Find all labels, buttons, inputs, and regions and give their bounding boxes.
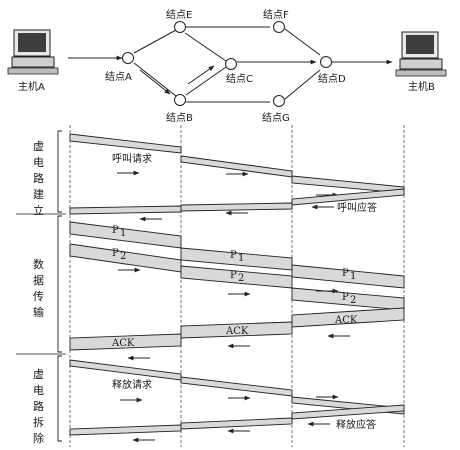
- host-a-computer-icon: [7, 29, 59, 75]
- svg-text:虚: 虚: [33, 368, 44, 381]
- svg-text:建: 建: [33, 187, 44, 201]
- svg-text:1: 1: [350, 271, 356, 282]
- release-accept-band-3: [69, 424, 182, 436]
- node-g-label: 结点G: [262, 111, 290, 124]
- svg-text:2: 2: [120, 251, 126, 262]
- node-g: [273, 95, 285, 107]
- node-a: [122, 52, 134, 64]
- call-request-band-1: [69, 133, 182, 154]
- node-b-label: 结点B: [166, 111, 193, 124]
- svg-text:P: P: [342, 268, 349, 279]
- transfer-phase-brace: [57, 215, 62, 353]
- transfer-phase-label: 数 据 传 输: [33, 258, 44, 319]
- sequence-diagram: 虚 电 路 建 立 数 据 传 输 虚 电 路 拆 除 呼叫请求: [16, 125, 405, 447]
- svg-text:路: 路: [33, 172, 44, 185]
- flow-a-to-b: [139, 69, 171, 95]
- svg-text:P: P: [112, 248, 119, 259]
- link-a-e: [133, 29, 177, 54]
- packet-p1-label-3: P 1: [342, 268, 356, 282]
- packet-p1-label-2: P 1: [230, 250, 244, 264]
- svg-text:P: P: [342, 292, 349, 303]
- svg-text:2: 2: [238, 273, 244, 284]
- node-f-label: 结点F: [263, 8, 289, 21]
- svg-text:P: P: [230, 250, 237, 261]
- packet-p1-band-3: [291, 264, 405, 289]
- release-request-band-2: [180, 376, 293, 397]
- host-b-label: 主机B: [408, 80, 435, 93]
- link-f-d: [284, 28, 321, 56]
- packet-p2-label-1: P 2: [112, 248, 126, 262]
- teardown-phase-brace: [57, 355, 62, 442]
- host-b-computer-icon: [395, 31, 447, 77]
- svg-text:数: 数: [33, 258, 44, 271]
- setup-phase-brace: [57, 130, 62, 213]
- link-g-d: [284, 69, 321, 100]
- teardown-phase-label: 虚 电 路 拆 除: [33, 368, 44, 445]
- release-accept-band-2: [180, 417, 293, 430]
- release-accept-label: 释放应答: [336, 418, 376, 431]
- release-request-label: 释放请求: [112, 378, 152, 391]
- link-b-c: [185, 66, 227, 96]
- link-e-c: [184, 32, 227, 62]
- svg-text:电: 电: [33, 156, 44, 169]
- svg-text:1: 1: [238, 253, 244, 264]
- call-accept-label: 呼叫应答: [337, 201, 377, 214]
- svg-text:1: 1: [120, 228, 126, 239]
- svg-text:据: 据: [33, 273, 44, 287]
- call-accept-band-3: [69, 205, 182, 215]
- call-request-label: 呼叫请求: [112, 152, 152, 165]
- svg-text:虚: 虚: [33, 140, 44, 153]
- svg-text:传: 传: [33, 290, 44, 303]
- ack-band-3: [69, 333, 182, 351]
- node-d-label: 结点D: [318, 72, 346, 85]
- node-a-label: 结点A: [105, 70, 132, 83]
- setup-phase-label: 虚 电 路 建 立: [33, 140, 44, 217]
- packet-p2-label-2: P 2: [230, 270, 244, 284]
- packet-p1-label-1: P 1: [112, 225, 126, 239]
- link-a-b: [133, 62, 177, 97]
- ack-label-1: ACK: [334, 315, 358, 326]
- packet-p2-label-3: P 2: [342, 292, 356, 306]
- svg-text:电: 电: [33, 384, 44, 397]
- svg-text:输: 输: [33, 305, 44, 319]
- node-c-label: 结点C: [226, 72, 253, 85]
- svg-text:P: P: [112, 225, 119, 236]
- network-topology: 主机A 主机B 结点A 结点E 结点F 结点C 结点D 结点B 结点G: [7, 8, 447, 124]
- node-d: [320, 56, 332, 68]
- ack-label-2: ACK: [225, 326, 249, 337]
- ack-label-3: ACK: [111, 338, 135, 349]
- svg-text:除: 除: [33, 431, 44, 445]
- node-e: [174, 21, 186, 33]
- host-a-label: 主机A: [18, 80, 45, 93]
- release-request-band-1: [69, 359, 182, 381]
- svg-text:路: 路: [33, 400, 44, 413]
- flow-b-to-c: [187, 65, 215, 85]
- node-c: [225, 58, 237, 70]
- svg-text:P: P: [230, 270, 237, 281]
- svg-text:2: 2: [350, 295, 356, 306]
- node-f: [273, 21, 285, 33]
- svg-text:立: 立: [33, 203, 44, 217]
- node-b: [174, 94, 186, 106]
- call-accept-band-2: [180, 202, 293, 212]
- node-e-label: 结点E: [166, 8, 192, 21]
- svg-text:拆: 拆: [33, 415, 44, 429]
